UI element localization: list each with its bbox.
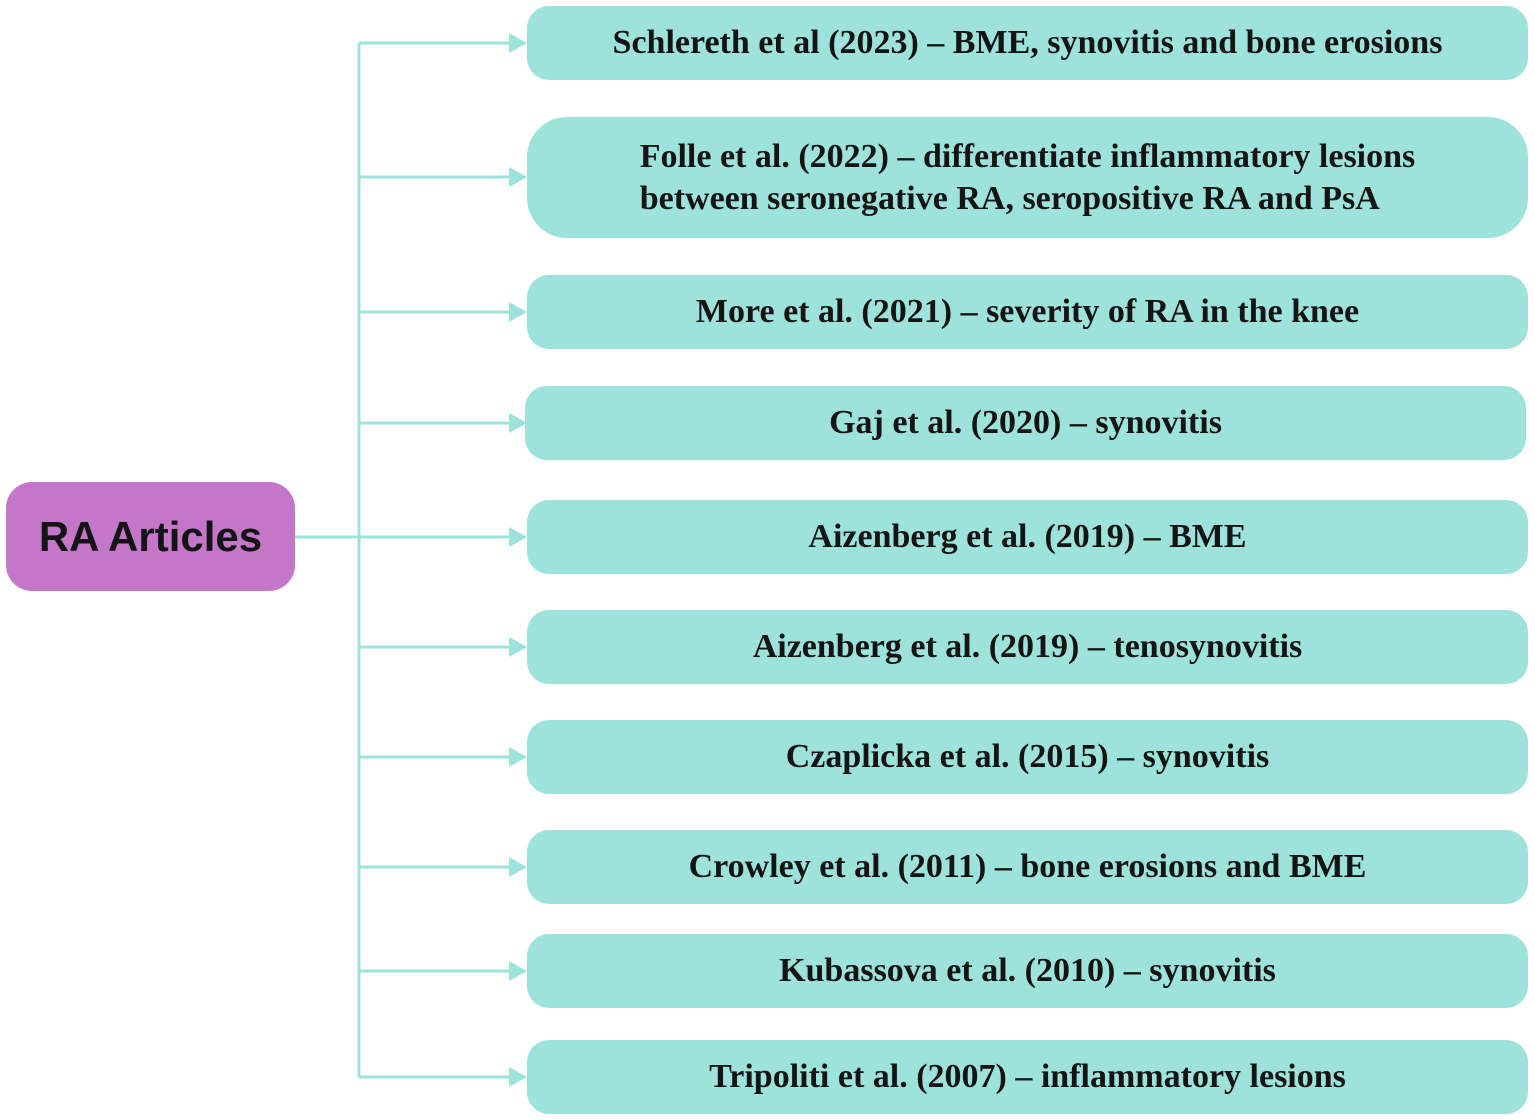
connector-arrowhead-10 bbox=[509, 1067, 527, 1087]
connector-arrowhead-1 bbox=[509, 33, 527, 53]
article-label: Gaj et al. (2020) – synovitis bbox=[829, 404, 1222, 441]
article-box-tripoliti-2007: Tripoliti et al. (2007) – inflammatory l… bbox=[527, 1040, 1528, 1114]
article-label: Aizenberg et al. (2019) – tenosynovitis bbox=[752, 628, 1303, 665]
article-label: Tripoliti et al. (2007) – inflammatory l… bbox=[709, 1058, 1346, 1095]
article-label: Schlereth et al (2023) – BME, synovitis … bbox=[612, 24, 1443, 61]
connector-arrowhead-2 bbox=[509, 167, 527, 187]
article-label: Czaplicka et al. (2015) – synovitis bbox=[785, 738, 1270, 775]
connector-arrowhead-3 bbox=[509, 302, 527, 322]
connector-arrowhead-9 bbox=[509, 961, 527, 981]
article-box-schlereth-2023: Schlereth et al (2023) – BME, synovitis … bbox=[527, 6, 1528, 80]
connector-arrowhead-7 bbox=[509, 747, 527, 767]
root-node-label: RA Articles bbox=[38, 512, 263, 560]
connector-arrowhead-4 bbox=[509, 413, 527, 433]
article-label: Aizenberg et al. (2019) – BME bbox=[808, 518, 1247, 555]
article-box-aizenberg-2019-tenosynovitis: Aizenberg et al. (2019) – tenosynovitis bbox=[527, 610, 1528, 684]
article-box-kubassova-2010: Kubassova et al. (2010) – synovitis bbox=[527, 934, 1528, 1008]
article-label: More et al. (2021) – severity of RA in t… bbox=[695, 293, 1360, 330]
article-box-aizenberg-2019-bme: Aizenberg et al. (2019) – BME bbox=[527, 500, 1528, 574]
root-node-ra-articles: RA Articles bbox=[6, 482, 295, 591]
article-box-gaj-2020: Gaj et al. (2020) – synovitis bbox=[525, 386, 1526, 460]
article-box-czaplicka-2015: Czaplicka et al. (2015) – synovitis bbox=[527, 720, 1528, 794]
article-label: Kubassova et al. (2010) – synovitis bbox=[779, 952, 1276, 989]
article-box-crowley-2011: Crowley et al. (2011) – bone erosions an… bbox=[527, 830, 1528, 904]
article-box-folle-2022: Folle et al. (2022) – differentiate infl… bbox=[527, 117, 1528, 238]
article-label: Folle et al. (2022) – differentiate infl… bbox=[639, 137, 1416, 217]
connector-arrowhead-6 bbox=[509, 637, 527, 657]
connector-arrowhead-8 bbox=[509, 857, 527, 877]
connector-arrowhead-5 bbox=[509, 527, 527, 547]
article-box-more-2021: More et al. (2021) – severity of RA in t… bbox=[527, 275, 1528, 349]
article-label: Crowley et al. (2011) – bone erosions an… bbox=[688, 848, 1367, 885]
